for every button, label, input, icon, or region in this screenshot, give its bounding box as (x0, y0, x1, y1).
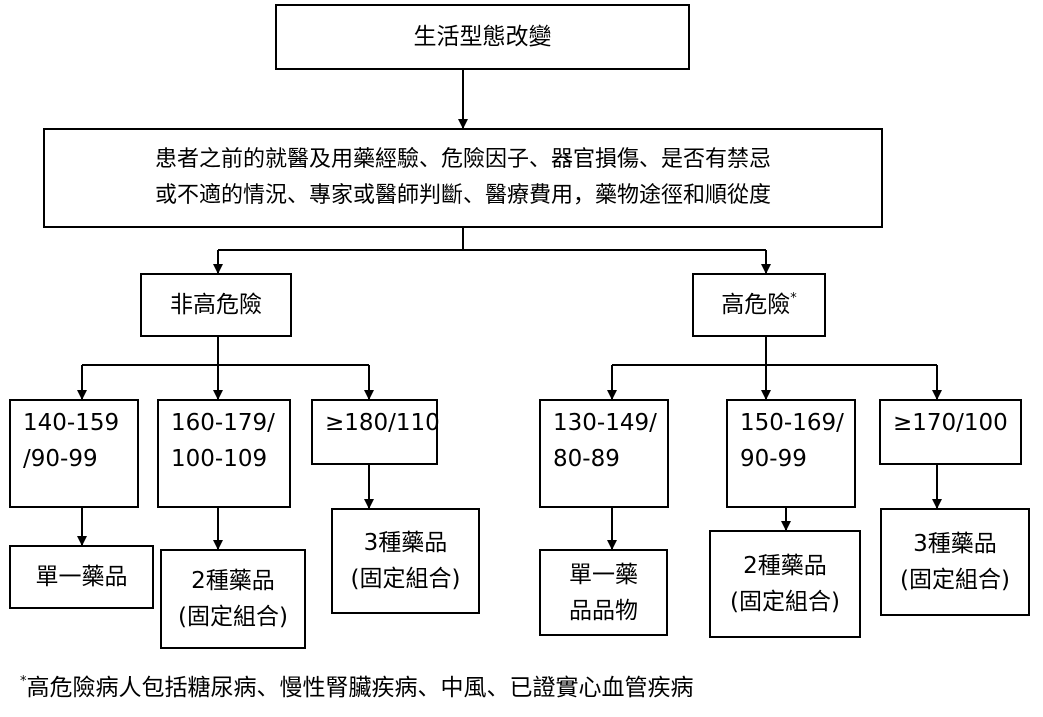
bp-range-box: 130-149/ 80-89 (539, 399, 669, 508)
footnote-text: 高危險病人包括糖尿病、慢性腎臟疾病、中風、已證實心血管疾病 (26, 675, 694, 701)
high-risk-title: 高危險* (721, 287, 797, 323)
treatment-line: 單一藥 (569, 561, 638, 588)
non-high-risk-label: 非高危險 (170, 292, 262, 318)
treatment-box: 單一藥品 (9, 545, 154, 609)
bp-range-line: 100-109 (171, 446, 268, 472)
bp-range-line: ≥180/110 (325, 410, 440, 436)
bp-range-box: 150-169/ 90-99 (726, 399, 856, 508)
treatment-line: 3種藥品 (363, 530, 448, 556)
assessment-box: 患者之前的就醫及用藥經驗、危險因子、器官損傷、是否有禁忌 或不適的情況、專家或醫… (43, 128, 883, 228)
treatment-line: 2種藥品 (743, 553, 827, 579)
assessment-text: 患者之前的就醫及用藥經驗、危險因子、器官損傷、是否有禁忌 或不適的情況、專家或醫… (155, 142, 771, 214)
treatment-text: 3種藥品 (固定組合) (351, 525, 461, 597)
treatment-line: (固定組合) (730, 589, 840, 615)
treatment-text: 單一藥 品品物 (569, 557, 638, 629)
treatment-box: 2種藥品 (固定組合) (709, 530, 861, 638)
bp-range-line: 90-99 (740, 446, 807, 472)
assessment-line-2: 或不適的情況、專家或醫師判斷、醫療費用，藥物途徑和順從度 (154, 183, 771, 208)
treatment-line: 單一藥品 (35, 564, 128, 590)
treatment-box: 3種藥品 (固定組合) (331, 508, 480, 614)
bp-range-line: 130-149/ (553, 410, 657, 436)
bp-range-line: 80-89 (553, 446, 620, 472)
treatment-box: 單一藥 品品物 (539, 549, 668, 636)
lifestyle-change-box: 生活型態改變 (275, 4, 690, 70)
bp-range-box: ≥170/100 (879, 399, 1022, 465)
high-risk-footnote-marker: * (790, 291, 797, 306)
bp-range-line: ≥170/100 (893, 410, 1008, 436)
high-risk-label: 高危險 (721, 292, 791, 318)
bp-range-box: 160-179/ 100-109 (157, 399, 291, 508)
treatment-box: 3種藥品 (固定組合) (880, 508, 1030, 616)
treatment-text: 3種藥品 (固定組合) (900, 526, 1010, 598)
bp-range-line: 160-179/ (171, 410, 275, 436)
footnote-marker: * (20, 674, 27, 689)
treatment-line: 2種藥品 (191, 568, 275, 594)
assessment-line-1: 患者之前的就醫及用藥經驗、危險因子、器官損傷、是否有禁忌 (154, 147, 771, 172)
treatment-box: 2種藥品 (固定組合) (160, 549, 306, 649)
bp-range-line: 140-159 (23, 410, 120, 436)
treatment-text: 2種藥品 (固定組合) (730, 548, 840, 620)
treatment-line: (固定組合) (178, 604, 288, 630)
treatment-line: 品品物 (569, 597, 638, 624)
high-risk-box: 高危險* (692, 273, 826, 337)
bp-range-line: 150-169/ (740, 410, 844, 436)
bp-range-line: /90-99 (23, 446, 98, 472)
lifestyle-change-label: 生活型態改變 (413, 24, 552, 50)
bp-range-box: ≥180/110 (311, 399, 440, 465)
footnote: *高危險病人包括糖尿病、慢性腎臟疾病、中風、已證實心血管疾病 (20, 673, 694, 703)
bp-range-box: 140-159 /90-99 (9, 399, 139, 508)
treatment-line: (固定組合) (350, 566, 461, 592)
non-high-risk-box: 非高危險 (140, 273, 292, 337)
treatment-line: (固定組合) (900, 567, 1010, 593)
treatment-text: 2種藥品 (固定組合) (178, 563, 288, 635)
treatment-line: 3種藥品 (913, 531, 997, 557)
